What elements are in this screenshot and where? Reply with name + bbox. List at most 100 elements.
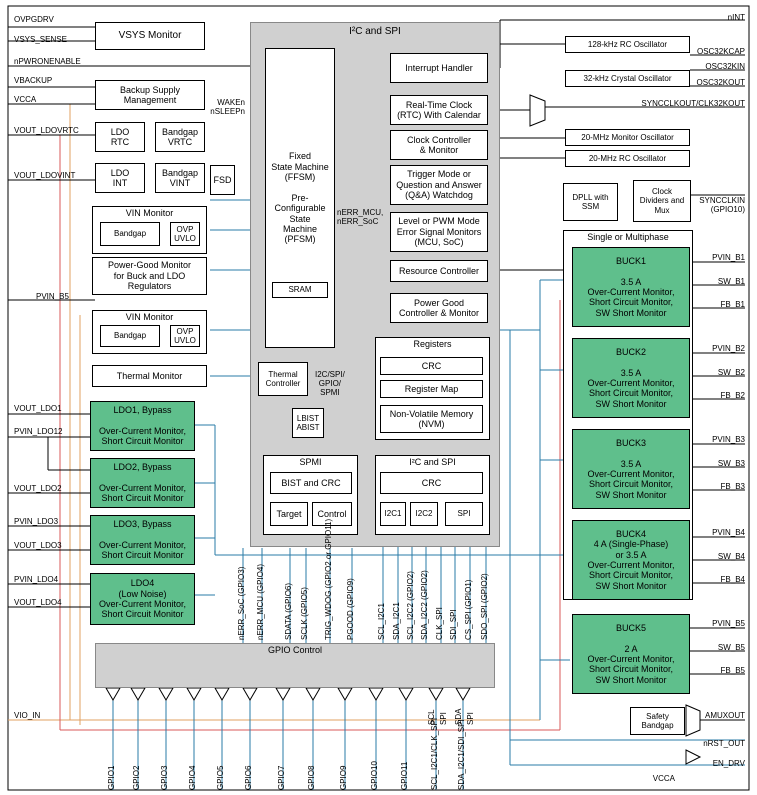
pin-pvin-b5: PVIN_B5 [712, 619, 745, 628]
gpio-pin-label: GPIO8 [307, 765, 316, 790]
pin-vout-ldo3: VOUT_LDO3 [14, 541, 62, 550]
pin-pvin-b1: PVIN_B1 [712, 253, 745, 262]
pin-sw-b1: SW_B1 [717, 277, 745, 286]
spmi-title: SPMI [299, 457, 322, 467]
pin-syncclkout: SYNCCLKOUT/CLK32KOUT [641, 99, 745, 108]
vin-monitor-1-bandgap: Bandgap [100, 222, 160, 246]
red-wires [59, 135, 561, 731]
ldo2-block: LDO2, Bypass Over-Current Monitor, Short… [90, 458, 195, 508]
gpio-mid-label: SPI [466, 712, 475, 725]
gpio-pin-label: GPIO1 [107, 765, 116, 790]
spmi-control: Control [312, 502, 352, 526]
pin-nint: nINT [727, 13, 745, 22]
spi-block: SPI [445, 502, 483, 526]
ldo-int: LDO INT [95, 163, 145, 193]
nvm-block: Non-Volatile Memory (NVM) [380, 405, 483, 433]
pin-vout-ldo4: VOUT_LDO4 [14, 598, 62, 607]
pin-vbackup: VBACKUP [14, 76, 53, 85]
clkout-mux [529, 94, 546, 127]
power-good-monitor: Power-Good Monitor for Buck and LDO Regu… [92, 257, 207, 295]
power-good-controller: Power Good Controller & Monitor [390, 293, 488, 323]
gpio-signal-label: TRIG_WDOG (GPIO2 or GPIO11) [324, 518, 333, 640]
pin-pvin-ldo12: PVIN_LDO12 [14, 427, 63, 436]
pin-npwronenable: nPWRONENABLE [14, 57, 81, 66]
vsys-monitor: VSYS Monitor [95, 22, 205, 50]
gpio-signal-label: PGOOD (GPIO9) [346, 578, 355, 640]
gpio-pin-label: GPIO4 [188, 765, 197, 790]
gpio-signal-label: CLK_SPI [435, 607, 444, 640]
gpio-control-title: GPIO Control [267, 645, 323, 655]
spmi-target: Target [270, 502, 308, 526]
gpio-signal-label: SDA_I2C1 [392, 602, 401, 640]
pin-pvin-ldo3: PVIN_LDO3 [14, 517, 59, 526]
left-pin-wires [8, 26, 265, 608]
gpio-signal-label: nERR_SoC (GPIO3) [237, 566, 246, 640]
gpio-pin-label: GPIO11 [400, 761, 409, 790]
buck2-block: BUCK2 3.5 A Over-Current Monitor, Short … [572, 338, 690, 418]
ldo4-block: LDO4 (Low Noise) Over-Current Monitor, S… [90, 573, 195, 625]
multiphase-title: Single or Multiphase [587, 232, 669, 242]
thermal-controller: Thermal Controller [258, 362, 308, 396]
thermal-monitor: Thermal Monitor [92, 365, 207, 387]
gpio-control: GPIO Control [95, 643, 495, 688]
gpio-pin-label: GPIO7 [277, 765, 286, 790]
clock-dividers-mux: Clock Dividers and Mux [633, 180, 691, 222]
interrupt-handler: Interrupt Handler [390, 53, 488, 83]
osc-32k-crystal: 32-kHz Crystal Oscillator [565, 70, 690, 87]
gpio-pin-label: GPIO10 [370, 761, 379, 790]
vin-monitor-1-title: VIN Monitor [125, 208, 174, 218]
pin-vsys-sense: VSYS_SENSE [14, 35, 67, 44]
vio-wires [8, 104, 540, 725]
pin-en-drv: EN_DRV [712, 759, 745, 768]
error-signal-monitors: Level or PWM Mode Error Signal Monitors … [390, 212, 488, 252]
gpio-signal-label: SDI_SPI [449, 609, 458, 640]
register-map: Register Map [380, 380, 483, 398]
gpio-signal-label: SCLK (GPIO5) [300, 587, 309, 640]
pin-vout-ldovint: VOUT_LDOVINT [14, 171, 76, 180]
gpio-bus-wires [242, 530, 487, 643]
pin-fb-b5: FB_B5 [720, 666, 745, 675]
buck-pin-wires [690, 261, 745, 675]
pin-vout-ldo2: VOUT_LDO2 [14, 484, 62, 493]
pin-sw-b2: SW_B2 [717, 368, 745, 377]
amux [685, 704, 701, 737]
gpio-mid-label: SPI [439, 712, 448, 725]
backup-supply-management: Backup Supply Management [95, 80, 205, 110]
bandgap-vrtc: Bandgap VRTC [155, 122, 205, 152]
gpio-signal-label: SDATA (GPIO6) [284, 582, 293, 640]
gpio-pin-wires [112, 700, 464, 790]
pin-osc32kcap: OSC32KCAP [696, 47, 745, 56]
lbist-abist: LBIST ABIST [292, 408, 324, 438]
vin-monitor-1-ovp-uvlo: OVP UVLO [170, 222, 200, 246]
pin-vcca-right: VCCA [652, 774, 675, 783]
vin-monitor-2-ovp-uvlo: OVP UVLO [170, 325, 200, 347]
pin-fb-b2: FB_B2 [720, 391, 745, 400]
gpio-pin-label: GPIO9 [339, 765, 348, 790]
pin-pvin-b2: PVIN_B2 [712, 344, 745, 353]
pin-pvin-b3: PVIN_B3 [712, 435, 745, 444]
fsd-block: FSD [210, 165, 235, 195]
fsm-block: Fixed State Machine (FFSM) Pre- Configur… [265, 48, 335, 348]
pin-osc32kin: OSC32KIN [705, 62, 745, 71]
pin-nrst-out: nRST_OUT [703, 739, 745, 748]
bist-crc: BIST and CRC [270, 472, 352, 494]
gpio-signal-label: SCL_I2C1 [377, 603, 386, 640]
gpio-signal-label: SDO_SPI (GPIO2) [480, 573, 489, 640]
pin-fb-b4: FB_B4 [720, 575, 745, 584]
pin-fb-b1: FB_B1 [720, 300, 745, 309]
pin-amuxout: AMUXOUT [705, 711, 745, 720]
ldo3-block: LDO3, Bypass Over-Current Monitor, Short… [90, 515, 195, 565]
ldo-rtc: LDO RTC [95, 122, 145, 152]
gpio-mid-label: SDA [454, 708, 463, 725]
gpio-pin-label: SCL_I2C1/CLK_SPI [430, 717, 439, 790]
interface-crc: CRC [380, 472, 483, 494]
pin-pvin-ldo4: PVIN_LDO4 [14, 575, 59, 584]
i2c1-block: I2C1 [380, 502, 406, 526]
i2c-spi-interface-title: I²C and SPI [409, 457, 456, 467]
pin-osc32kout: OSC32KOUT [696, 78, 745, 87]
buck1-block: BUCK1 3.5 A Over-Current Monitor, Short … [572, 247, 690, 327]
watchdog-block: Trigger Mode or Question and Answer (Q&A… [390, 165, 488, 205]
dpll-ssm: DPLL with SSM [563, 183, 618, 221]
rtc-block: Real-Time Clock (RTC) With Calendar [390, 95, 488, 125]
